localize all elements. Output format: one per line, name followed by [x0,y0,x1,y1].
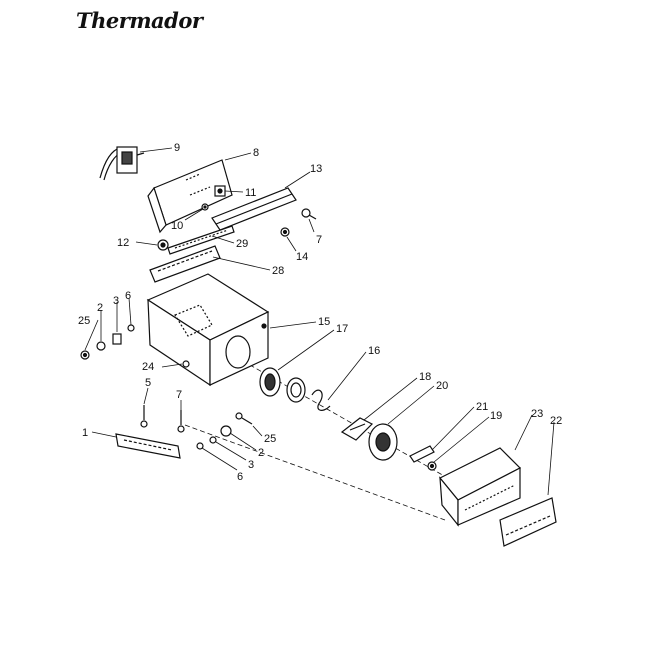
part-21-clip [409,445,435,463]
part-2-washer-lower [220,425,232,437]
part-11-clip [214,185,226,197]
callout-15: 15 [318,316,330,328]
part-25-screw-lower [235,412,253,425]
part-7-screw-lower [177,410,185,433]
callout-3-left: 3 [113,295,119,307]
callout-12: 12 [117,237,129,249]
callout-17: 17 [336,323,348,335]
part-23-chute [439,447,522,527]
assembly-axis-line [214,344,461,486]
callout-11: 11 [245,187,256,199]
callout-23: 23 [531,408,543,420]
part-20-wheel [368,423,398,461]
part-25-screw-left [80,350,90,360]
leader-lines [84,147,555,496]
callout-19: 19 [490,410,502,422]
part-7-screw-upper [301,208,317,220]
callout-16: 16 [368,345,380,357]
callout-7-upper: 7 [316,234,322,246]
part-18-blade [340,417,374,441]
callout-7-lower: 7 [176,389,182,401]
part-12-nut [157,239,169,251]
brand-logo: Thermador [76,8,203,33]
callout-6-lower: 6 [237,471,243,483]
callout-labels: 9 8 11 10 13 7 14 29 12 28 15 17 16 18 2… [78,142,562,483]
part-24-screw [182,360,190,368]
part-19-nut [427,461,437,471]
callout-18: 18 [419,371,431,383]
part-29-heater-rod [167,225,235,255]
part-28-rail [149,245,221,283]
part-16-spring [286,377,331,411]
callout-1: 1 [82,427,88,439]
part-10-screw [201,203,209,211]
part-5-screw [140,405,148,428]
callout-8: 8 [253,147,259,159]
callout-20: 20 [436,380,448,392]
part-3-bushing-left [112,333,122,345]
callout-2-left: 2 [97,302,103,314]
part-17-collar [259,367,281,397]
part-14-screw [280,227,290,237]
part-6-spacer-lower [196,442,204,450]
callout-6-left: 6 [125,290,131,302]
callout-3-lower: 3 [248,459,254,471]
callout-28: 28 [272,265,284,277]
callout-2-lower: 2 [258,447,264,459]
part-2-washer-left [96,341,106,351]
part-3-bushing-lower [209,436,217,444]
part-22-front-panel [499,497,557,547]
callout-24: 24 [142,361,154,373]
callout-22: 22 [550,415,562,427]
part-6-spacer-left [127,324,135,332]
part-13-bar [211,187,297,231]
part-8-bracket-plate [147,159,233,234]
part-15-housing [146,273,270,387]
callout-14: 14 [296,251,308,263]
part-9-switch [99,146,145,181]
callout-25-left: 25 [78,315,90,327]
callout-29: 29 [236,238,248,250]
callout-10: 10 [171,220,183,232]
callout-5: 5 [145,377,151,389]
callout-13: 13 [310,163,322,175]
part-1-bracket [115,433,181,459]
callout-9: 9 [174,142,180,154]
assembly-axis-line-lower [184,424,446,521]
callout-21: 21 [476,401,488,413]
callout-25-lower: 25 [264,433,276,445]
